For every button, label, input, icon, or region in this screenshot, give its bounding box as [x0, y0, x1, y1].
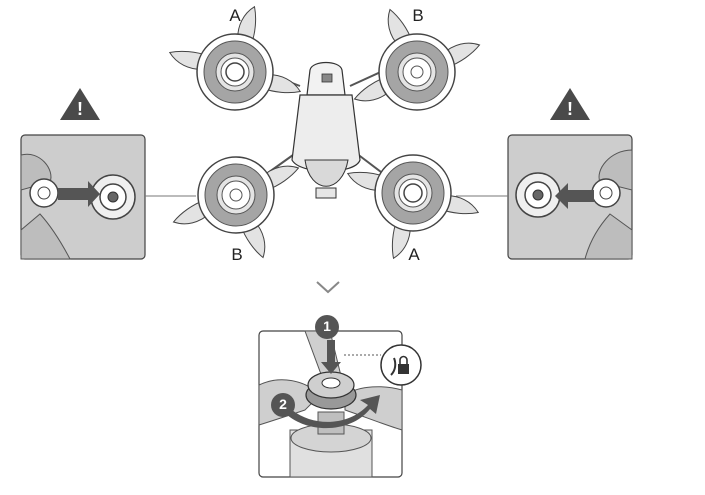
lock-icon — [380, 344, 422, 386]
step-2-number: 2 — [279, 396, 287, 412]
step-1-number: 1 — [323, 318, 331, 334]
label-top-left: A — [229, 6, 241, 25]
chevron-down-icon — [316, 281, 340, 294]
label-bottom-left: B — [231, 245, 243, 264]
right-arrow-icon — [555, 183, 594, 209]
motor-bottom-right — [344, 154, 482, 262]
left-warning-icon — [60, 88, 100, 120]
step-1-badge — [315, 315, 339, 339]
right-warning-icon — [550, 88, 590, 120]
press-down-arrow-icon — [321, 340, 341, 374]
step-2-badge — [271, 393, 295, 417]
left-warning-glyph: ! — [77, 99, 83, 119]
bottom-prop-hub — [305, 371, 357, 410]
rotate-arrow-icon — [286, 395, 380, 429]
label-bottom-right: A — [408, 245, 420, 264]
left-arrow-icon — [58, 181, 100, 207]
motor-top-left — [166, 3, 304, 111]
right-warning-glyph: ! — [567, 99, 573, 119]
label-top-right: B — [412, 6, 424, 25]
drone-body — [257, 61, 386, 199]
bottom-motor — [289, 411, 373, 478]
